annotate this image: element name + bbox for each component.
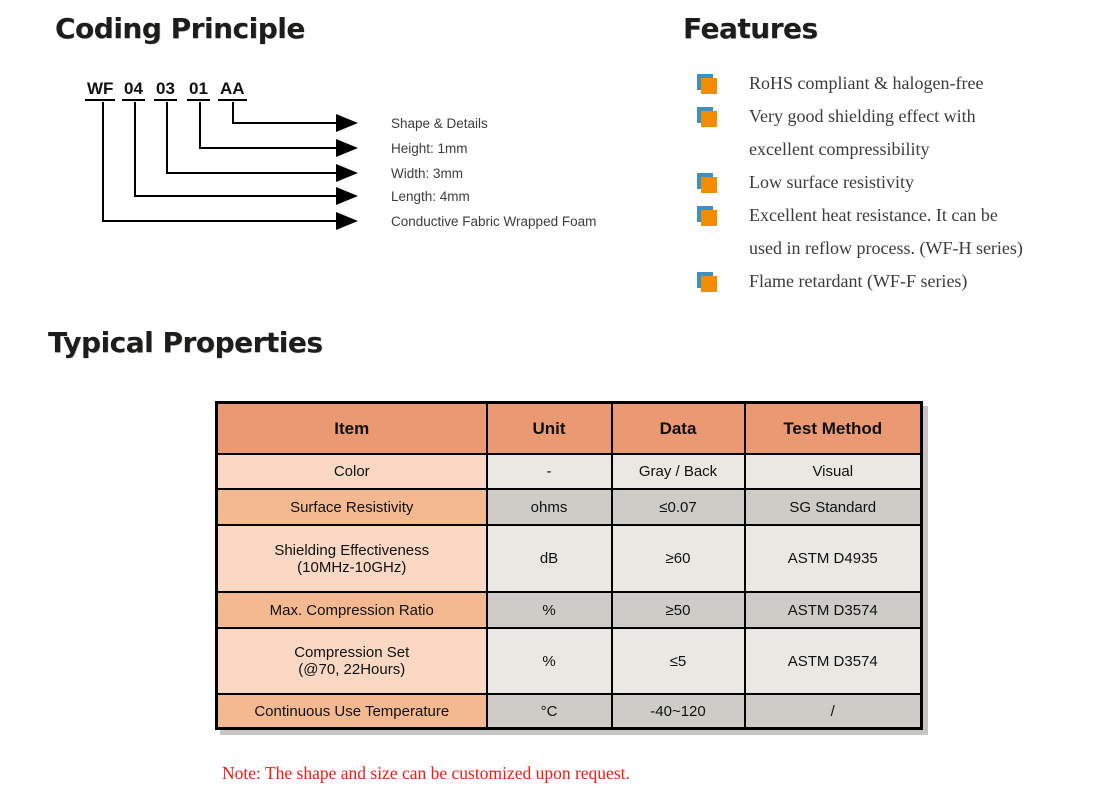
table-cell-item: Continuous Use Temperature (215, 693, 488, 730)
table-header-cell: Test Method (743, 401, 923, 455)
table-cell-unit: - (485, 453, 613, 490)
feature-text: Excellent heat resistance. It can be use… (749, 205, 1023, 258)
table-cell-test_method: ASTM D3574 (743, 627, 923, 695)
table-cell-test_method: / (743, 693, 923, 730)
feature-item: Excellent heat resistance. It can be use… (697, 199, 1092, 265)
feature-item: Very good shielding effect with excellen… (697, 100, 1092, 166)
diagram-label: Height: 1mm (391, 141, 468, 156)
table-row: Shielding Effectiveness (10MHz-10GHz)dB≥… (215, 524, 923, 593)
table-cell-item: Color (215, 453, 488, 490)
typical-properties-title: Typical Properties (48, 326, 323, 359)
table-cell-data: ≥50 (610, 591, 746, 629)
table-header-cell: Item (215, 401, 488, 455)
table-cell-data: ≥60 (610, 524, 746, 593)
feature-text: RoHS compliant & halogen-free (749, 73, 984, 93)
table-cell-unit: dB (485, 524, 613, 593)
table-cell-test_method: SG Standard (743, 488, 923, 526)
coding-principle-title: Coding Principle (55, 12, 305, 45)
table-cell-item: Surface Resistivity (215, 488, 488, 526)
table-cell-data: ≤0.07 (610, 488, 746, 526)
diagram-label: Width: 3mm (391, 166, 464, 181)
table-cell-unit: °C (485, 693, 613, 730)
table-header-cell: Unit (485, 401, 613, 455)
code-segment: 03 (154, 79, 177, 101)
table-cell-test_method: ASTM D4935 (743, 524, 923, 593)
customization-note: Note: The shape and size can be customiz… (222, 763, 630, 783)
feature-item: Flame retardant (WF-F series) (697, 265, 1092, 298)
features-title: Features (683, 12, 818, 45)
table-header-cell: Data (610, 401, 746, 455)
code-segment: WF (85, 79, 116, 101)
table-cell-item: Shielding Effectiveness (10MHz-10GHz) (215, 524, 488, 593)
square-bullet-icon (697, 107, 718, 128)
diagram-label: Conductive Fabric Wrapped Foam (391, 214, 597, 229)
table-row: Continuous Use Temperature°C-40~120/ (215, 693, 923, 730)
table-cell-test_method: ASTM D3574 (743, 591, 923, 629)
code-segment: 04 (122, 79, 145, 101)
diagram-label: Length: 4mm (391, 189, 470, 204)
feature-text: Flame retardant (WF-F series) (749, 271, 968, 291)
code-segment: 01 (187, 79, 210, 101)
table-cell-item: Max. Compression Ratio (215, 591, 488, 629)
table-cell-unit: ohms (485, 488, 613, 526)
feature-item: Low surface resistivity (697, 166, 1092, 199)
table-cell-data: -40~120 (610, 693, 746, 730)
feature-text: Low surface resistivity (749, 172, 914, 192)
table-cell-data: Gray / Back (610, 453, 746, 490)
square-bullet-icon (697, 206, 718, 227)
table-cell-unit: % (485, 627, 613, 695)
diagram-label: Shape & Details (391, 116, 488, 131)
feature-text: Very good shielding effect with excellen… (749, 106, 976, 159)
square-bullet-icon (697, 173, 718, 194)
code-segment: AA (218, 79, 247, 101)
table-cell-item: Compression Set (@70, 22Hours) (215, 627, 488, 695)
square-bullet-icon (697, 272, 718, 293)
square-bullet-icon (697, 74, 718, 95)
table-cell-unit: % (485, 591, 613, 629)
feature-item: RoHS compliant & halogen-free (697, 67, 1092, 100)
table-cell-test_method: Visual (743, 453, 923, 490)
table-cell-data: ≤5 (610, 627, 746, 695)
